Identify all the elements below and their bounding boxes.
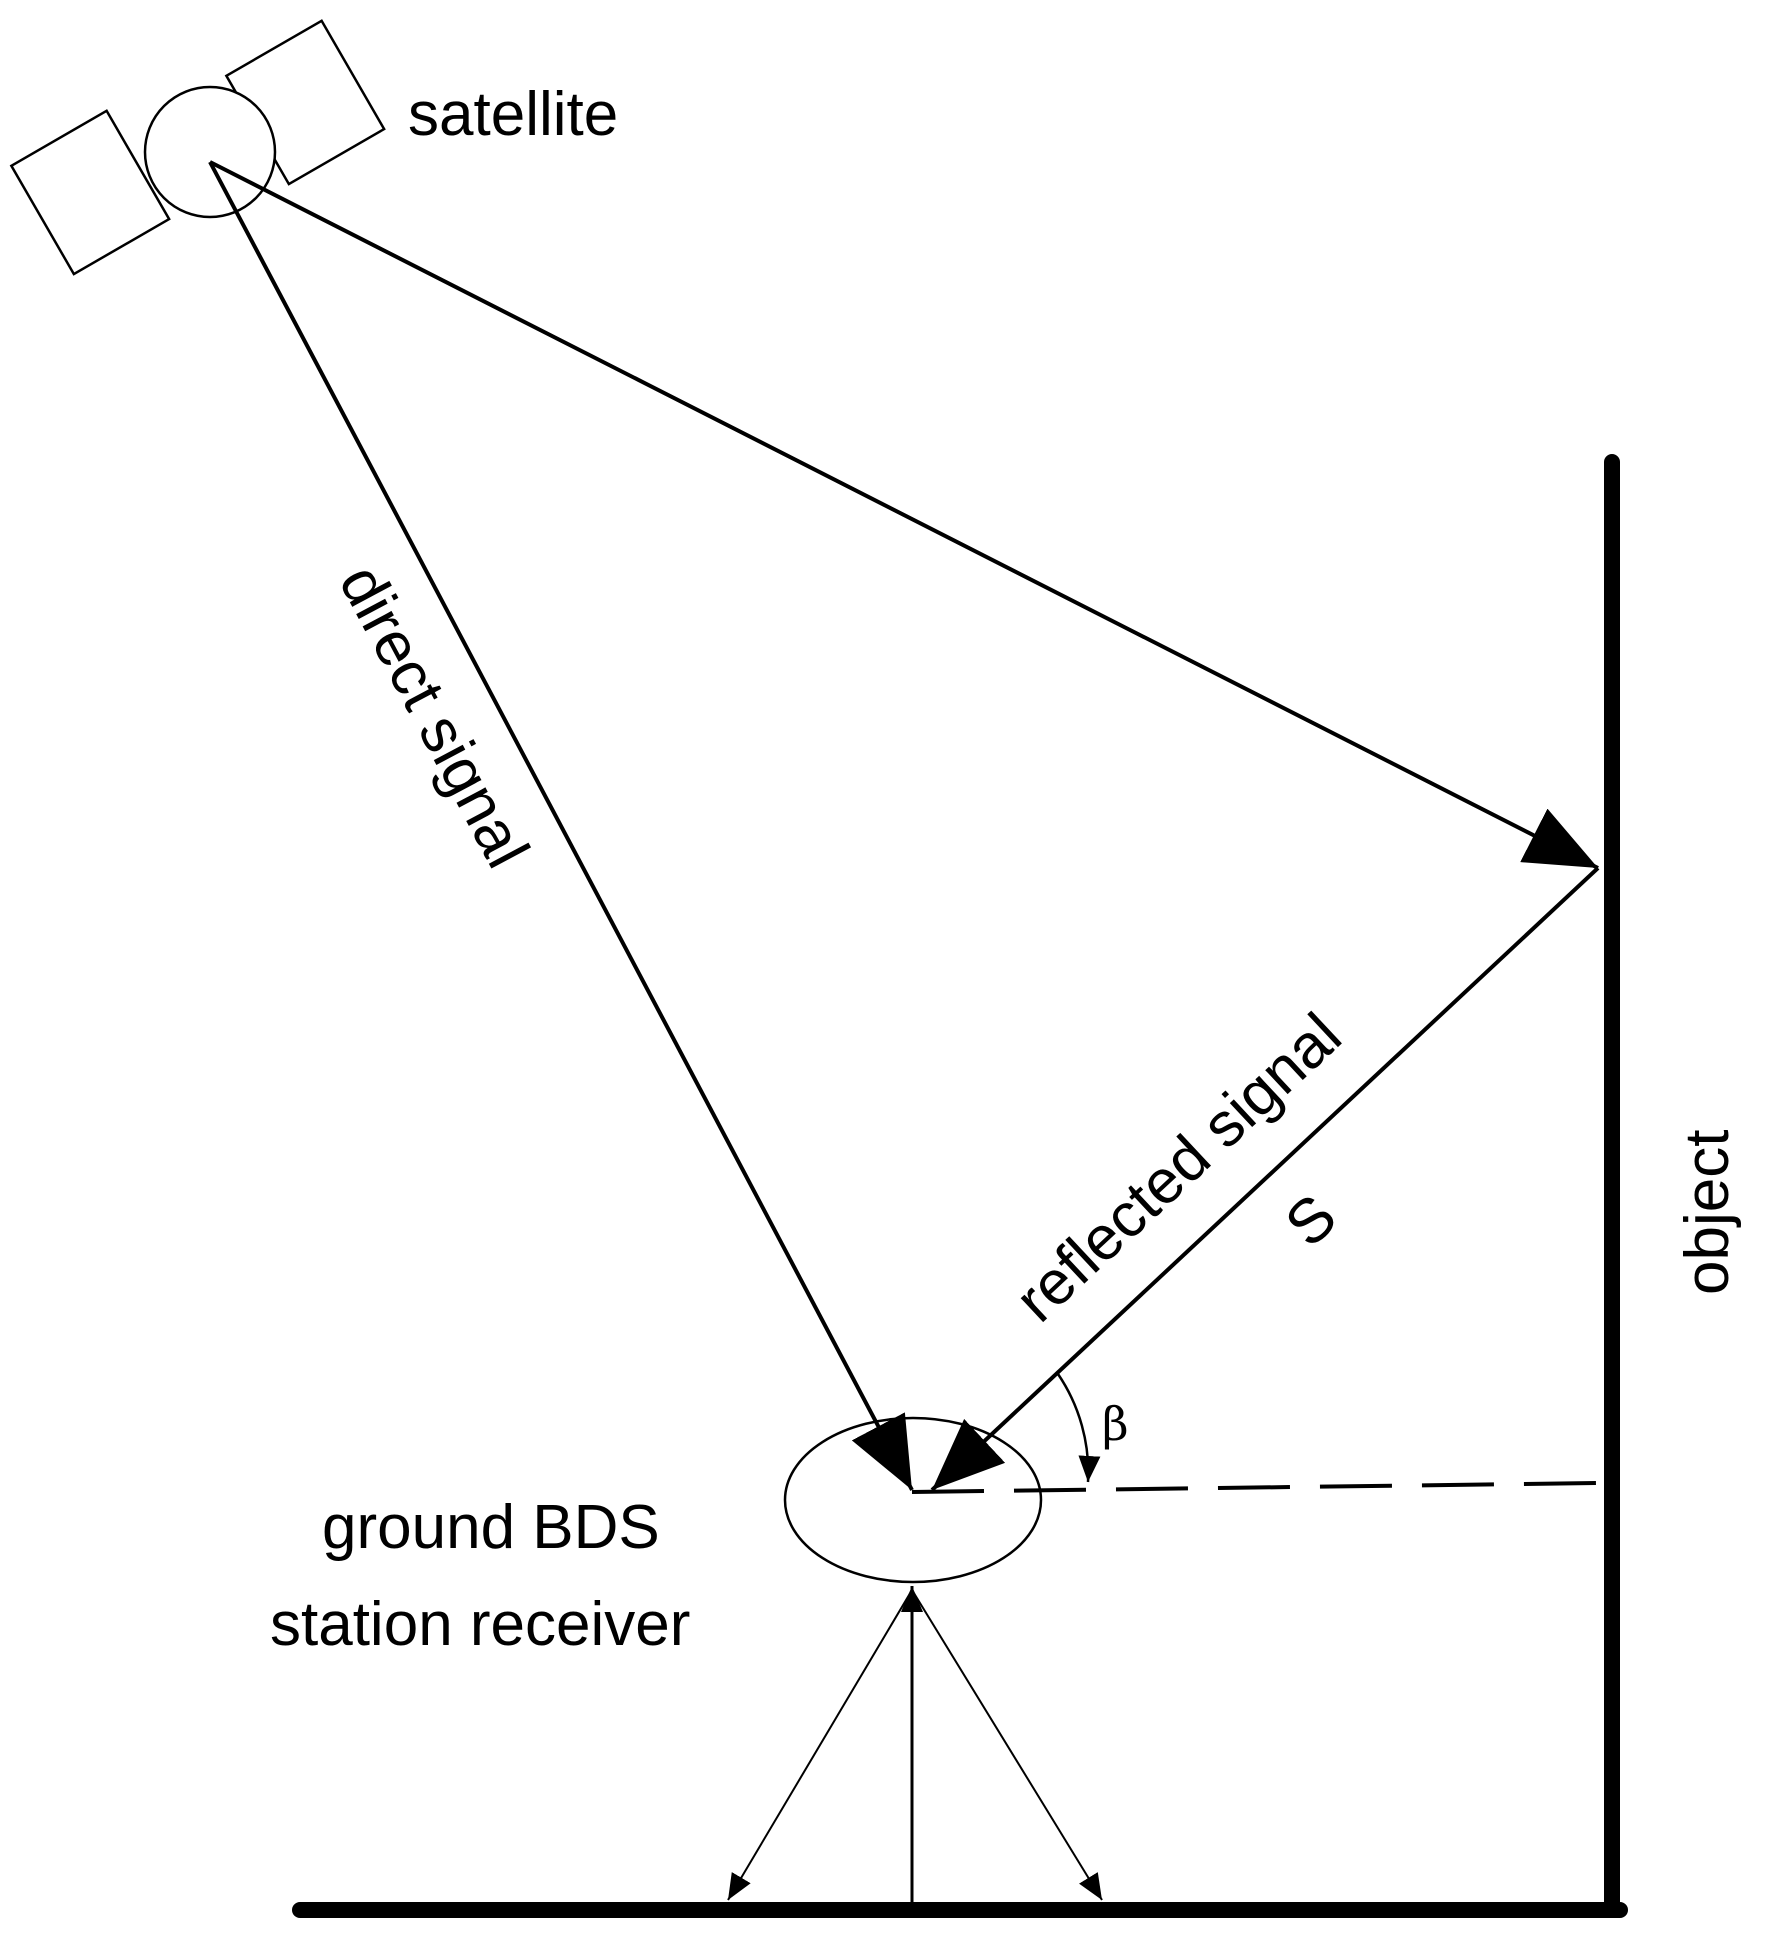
path-symbol-label: S: [1272, 1182, 1349, 1261]
right-ground-ray: [911, 1589, 1103, 1901]
receiver-antenna: [783, 1416, 1043, 1584]
beta-symbol: β: [1102, 1397, 1129, 1451]
reflected-signal-label: reflected signal: [1002, 1000, 1354, 1335]
beta-angle-arc: [1056, 1373, 1101, 1483]
reflected-signal-arrow: [930, 866, 1600, 1492]
receiver-label-line2: station receiver: [270, 1590, 690, 1659]
horizontal-reference: [911, 1481, 1601, 1494]
object-label: object: [1673, 1130, 1742, 1295]
receiver-label-line1: ground BDS: [322, 1493, 660, 1562]
satellite-icon: [9, 19, 386, 276]
satellite-body: [143, 85, 277, 219]
satellite-panel-left: [9, 109, 171, 276]
direct-signal-arrow: [208, 161, 914, 1491]
incident-signal-arrow: [209, 160, 1599, 870]
satellite-label: satellite: [408, 80, 618, 149]
direct-signal-label: direct signal: [326, 554, 542, 878]
left-ground-ray: [727, 1589, 913, 1901]
